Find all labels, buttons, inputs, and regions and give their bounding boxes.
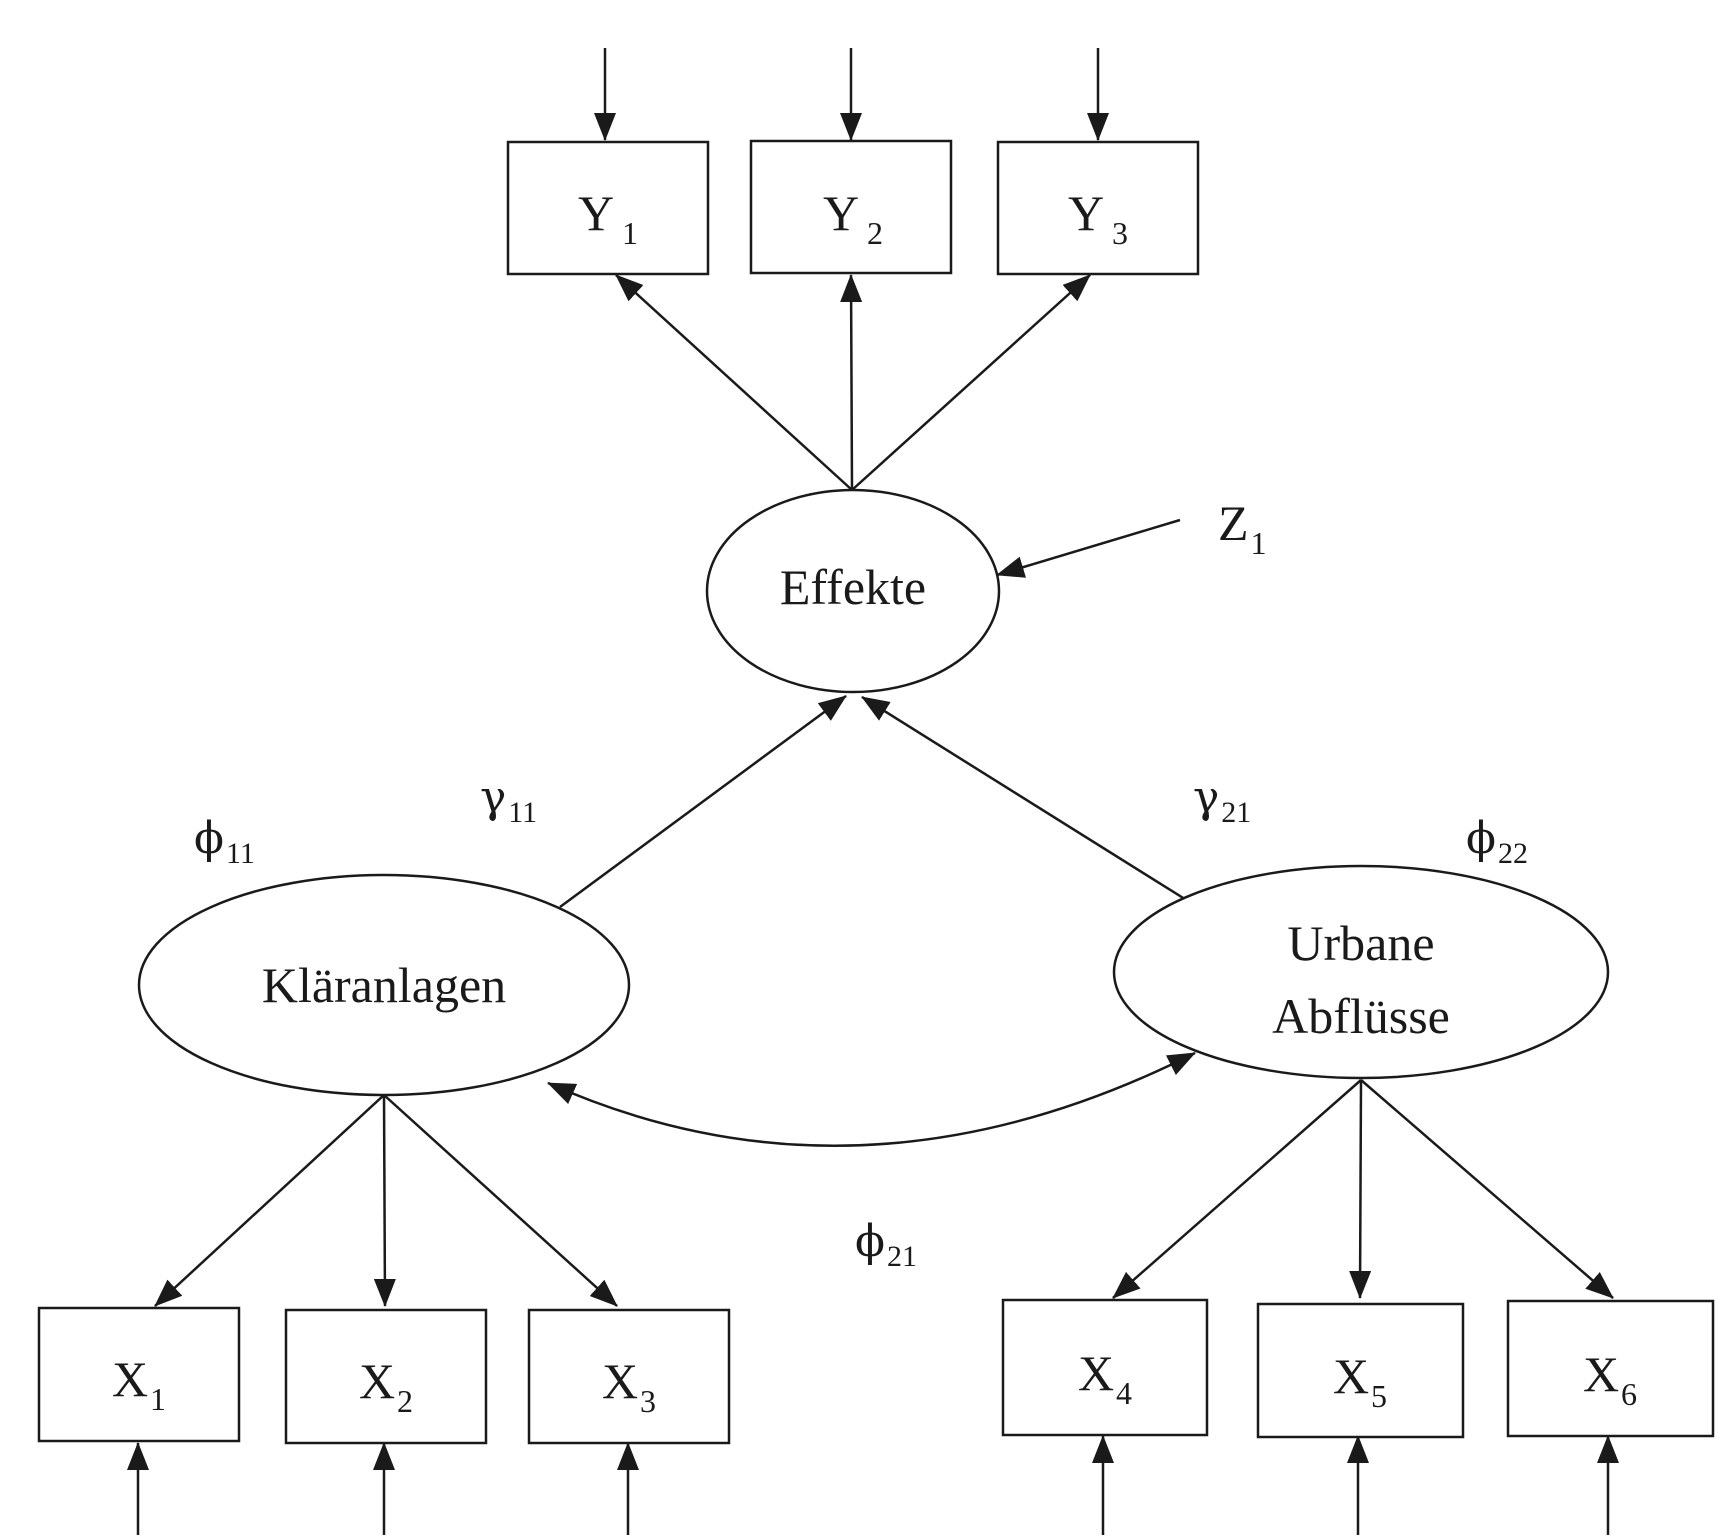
effekte-label: Effekte bbox=[780, 559, 926, 615]
x5-label: X bbox=[1333, 1348, 1369, 1404]
loading-arrow-x2 bbox=[373, 1094, 396, 1307]
x6-subscript: 6 bbox=[1621, 1376, 1637, 1412]
klaeranlagen-label: Kläranlagen bbox=[262, 957, 506, 1013]
phi21-label: ϕ21 bbox=[855, 1216, 917, 1273]
observed-x5-node: X5 bbox=[1256, 1302, 1465, 1439]
svg-text:Y3: Y3 bbox=[1068, 185, 1128, 251]
urbane-label-line1: Urbane bbox=[1287, 915, 1434, 971]
covariance-arrow-phi21 bbox=[547, 1051, 1196, 1147]
phi21-subscript: 21 bbox=[887, 1240, 917, 1273]
disturbance-arrow bbox=[996, 518, 1181, 578]
svg-text:X3: X3 bbox=[602, 1353, 656, 1419]
y2-subscript: 2 bbox=[867, 215, 883, 251]
observed-x3-node: X3 bbox=[527, 1308, 731, 1445]
svg-text:X5: X5 bbox=[1333, 1348, 1387, 1414]
svg-text:X2: X2 bbox=[359, 1353, 413, 1419]
disturbance-z1-label: Z1 bbox=[1218, 495, 1267, 561]
svg-text:X6: X6 bbox=[1583, 1346, 1637, 1412]
x3-subscript: 3 bbox=[640, 1383, 656, 1419]
path-arrow-gamma11 bbox=[559, 694, 847, 909]
phi22-label: ϕ22 bbox=[1466, 813, 1528, 870]
x6-label: X bbox=[1583, 1346, 1619, 1402]
phi11-subscript: 11 bbox=[226, 837, 255, 870]
gamma11-label: γ11 bbox=[480, 772, 537, 829]
x5-subscript: 5 bbox=[1371, 1378, 1387, 1414]
latent-effekte-node: Effekte bbox=[705, 488, 1001, 694]
x1-label: X bbox=[112, 1351, 148, 1407]
loading-arrow-y2 bbox=[840, 274, 863, 491]
observed-x6-node: X6 bbox=[1506, 1299, 1715, 1438]
loading-arrow-y1 bbox=[615, 274, 853, 491]
gamma21-label: γ21 bbox=[1193, 772, 1251, 829]
y2-label: Y bbox=[823, 185, 859, 241]
svg-text:Y2: Y2 bbox=[823, 185, 883, 251]
svg-text:X1: X1 bbox=[112, 1351, 166, 1417]
observed-x1-node: X1 bbox=[37, 1306, 241, 1443]
x3-label: X bbox=[602, 1353, 638, 1409]
loading-arrow-y3 bbox=[851, 274, 1091, 491]
observed-x2-node: X2 bbox=[284, 1308, 488, 1445]
phi22-subscript: 22 bbox=[1498, 837, 1528, 870]
disturbance-z1-subscript: 1 bbox=[1251, 525, 1267, 561]
y3-subscript: 3 bbox=[1112, 215, 1128, 251]
x1-subscript: 1 bbox=[150, 1381, 166, 1417]
x2-label: X bbox=[359, 1353, 395, 1409]
gamma21-subscript: 21 bbox=[1221, 796, 1251, 829]
loading-arrow-x3 bbox=[383, 1094, 618, 1307]
y1-subscript: 1 bbox=[622, 215, 638, 251]
x4-subscript: 4 bbox=[1116, 1375, 1132, 1411]
loading-arrow-x4 bbox=[1112, 1079, 1362, 1299]
urbane-label-line2: Abflüsse bbox=[1272, 988, 1450, 1044]
svg-text:X4: X4 bbox=[1078, 1345, 1132, 1411]
loading-arrow-x5 bbox=[1349, 1079, 1372, 1299]
loading-arrow-x1 bbox=[154, 1094, 385, 1307]
gamma11-subscript: 11 bbox=[508, 796, 537, 829]
x4-label: X bbox=[1078, 1345, 1114, 1401]
y1-label: Y bbox=[578, 185, 614, 241]
latent-urbane-abfluesse-node: Urbane Abflüsse bbox=[1112, 864, 1610, 1080]
y3-label: Y bbox=[1068, 185, 1104, 241]
path-arrow-gamma21 bbox=[861, 695, 1189, 903]
observed-x4-node: X4 bbox=[1001, 1298, 1209, 1437]
phi11-label: ϕ11 bbox=[194, 813, 255, 870]
x2-subscript: 2 bbox=[397, 1383, 413, 1419]
loading-arrow-x6 bbox=[1360, 1079, 1614, 1299]
latent-klaeranlagen-node: Kläranlagen bbox=[137, 873, 631, 1097]
svg-text:Y1: Y1 bbox=[578, 185, 638, 251]
